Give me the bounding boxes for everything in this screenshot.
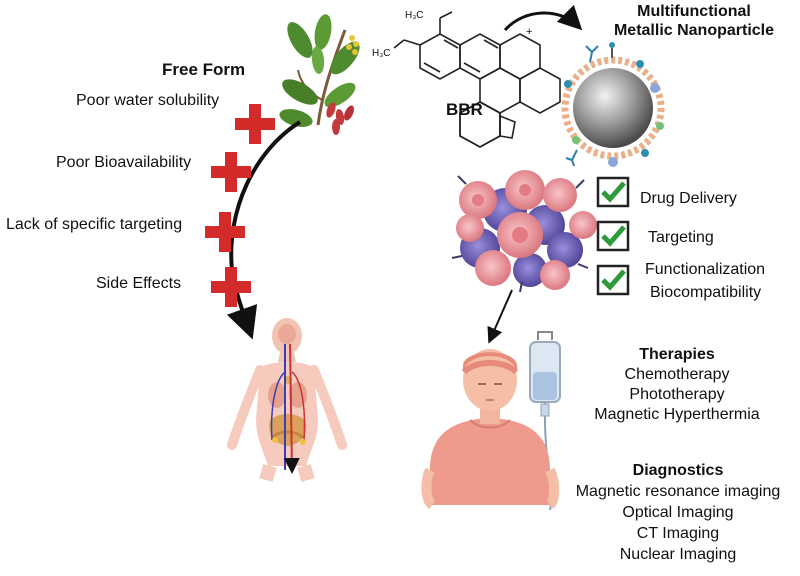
cross-icon <box>205 212 245 252</box>
therapy-item: Phototherapy <box>629 386 725 403</box>
diagnostics-section: Diagnostics Magnetic resonance imaging O… <box>558 460 798 565</box>
methyl-label: H₃C <box>372 48 391 59</box>
problem-label: Lack of specific targeting <box>6 216 183 233</box>
methyl-label: H₃C <box>405 10 424 21</box>
cross-icon <box>211 152 251 192</box>
advantage-label: Drug Delivery <box>640 190 737 207</box>
synthesis-arrow-curve <box>503 4 583 32</box>
patient-icon <box>421 349 560 510</box>
metallic-nanoparticle-icon <box>561 42 665 167</box>
cross-icon <box>211 267 251 307</box>
human-body-icon <box>227 318 347 482</box>
diagnostic-item: CT Imaging <box>636 525 720 542</box>
diagnostics-title: Diagnostics <box>632 462 724 479</box>
therapies-title: Therapies <box>639 346 715 363</box>
nanoparticle-title-line2: Metallic Nanoparticle <box>613 22 775 39</box>
iv-bag-icon <box>529 331 561 511</box>
therapy-item: Magnetic Hyperthermia <box>594 406 760 423</box>
molecule-name: BBR <box>446 100 483 119</box>
problem-label: Poor Bioavailability <box>56 154 192 171</box>
therapies-section: Therapies Chemotherapy Phototherapy Magn… <box>572 345 782 425</box>
check-icon <box>596 264 630 296</box>
check-icon <box>596 176 630 208</box>
bbr-molecule-structure <box>393 11 561 148</box>
problem-label: Poor water solubility <box>76 92 220 109</box>
diagnostic-item: Nuclear Imaging <box>619 546 737 563</box>
nanoparticle-title-line1: Multifunctional <box>637 3 751 20</box>
free-form-title: Free Form <box>162 60 246 79</box>
cross-icon <box>235 104 275 144</box>
advantage-label: Biocompatibility <box>650 284 762 301</box>
diagnostic-item: Magnetic resonance imaging <box>575 483 781 500</box>
problem-label: Side Effects <box>96 275 182 292</box>
check-icon <box>596 220 630 252</box>
cation-label: + <box>526 26 533 38</box>
nanoparticle-title: Multifunctional Metallic Nanoparticle <box>594 2 794 40</box>
treatment-arrow <box>487 289 513 344</box>
tumor-cells-icon <box>451 170 597 293</box>
delivery-arrow-curve <box>226 120 302 340</box>
barberry-plant-icon <box>279 14 360 135</box>
advantage-label: Targeting <box>648 229 714 246</box>
diagnostic-item: Optical Imaging <box>622 504 734 521</box>
therapy-item: Chemotherapy <box>624 366 730 383</box>
advantage-label: Functionalization <box>645 261 766 278</box>
